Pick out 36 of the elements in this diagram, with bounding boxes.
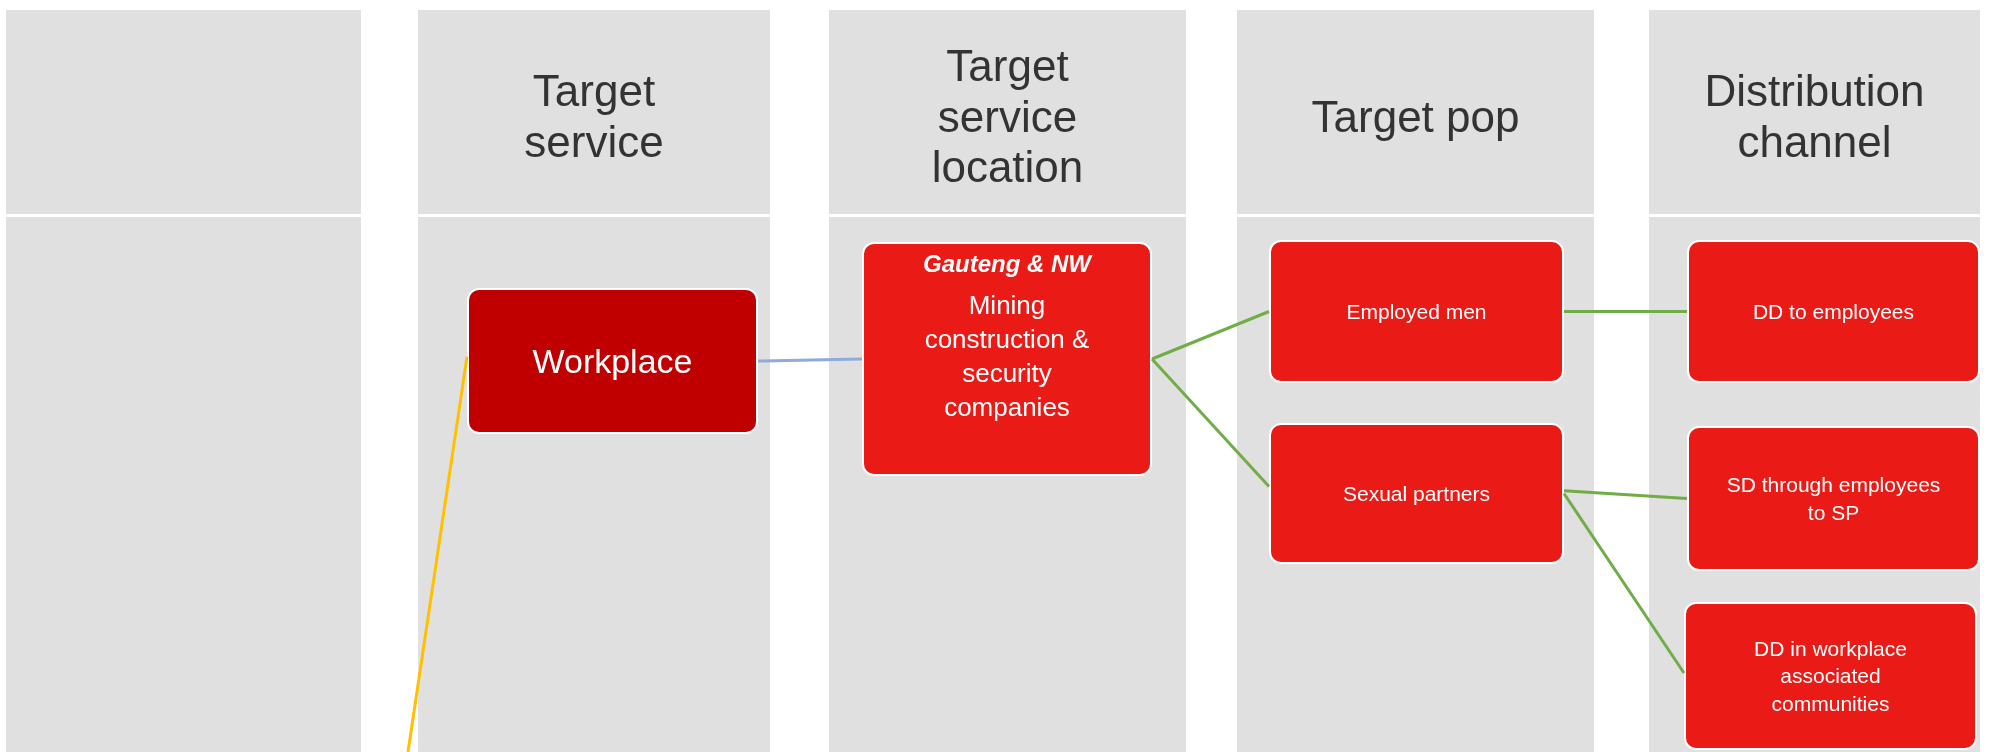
process-box	[1687, 426, 1980, 571]
node-label: Target service location	[930, 41, 1085, 193]
connector-line	[1151, 310, 1270, 361]
node-label: DD to employees	[1752, 298, 1915, 325]
connector-line	[1564, 310, 1687, 313]
column-header	[829, 10, 1186, 214]
node-label: SD through employees to SP	[1725, 472, 1942, 526]
column-header	[1649, 10, 1980, 214]
connector-line	[1562, 492, 1686, 674]
connector-line	[1563, 489, 1688, 500]
column-header-empty	[6, 10, 361, 214]
node-label: Sexual partners	[1342, 480, 1491, 507]
column-band-empty	[1237, 217, 1594, 752]
column-band-empty	[829, 217, 1186, 752]
process-box	[862, 242, 1152, 476]
connector-line	[757, 357, 863, 363]
column-band-empty	[1649, 217, 1980, 752]
column-band-empty	[418, 217, 770, 752]
node-label: Distribution channel	[1704, 66, 1925, 168]
process-box	[1269, 240, 1564, 383]
column-band-empty	[6, 217, 361, 752]
connector-line	[1150, 358, 1271, 488]
process-box	[1687, 240, 1980, 383]
node-label: Target service	[523, 66, 665, 168]
node-label: DD in workplace associated communities	[1753, 636, 1908, 717]
node-label: Workplace	[532, 340, 693, 382]
process-box	[1269, 423, 1564, 564]
node-label: Target pop	[1311, 91, 1520, 143]
column-header	[1237, 10, 1594, 214]
region-heading: Gauteng & NW	[923, 249, 1091, 279]
column-header	[418, 10, 770, 214]
connector-line	[406, 356, 469, 752]
node-label: Mining construction & security companies	[923, 289, 1091, 424]
process-box	[1684, 602, 1977, 750]
node-label: Employed men	[1346, 298, 1487, 325]
process-box	[467, 288, 758, 434]
